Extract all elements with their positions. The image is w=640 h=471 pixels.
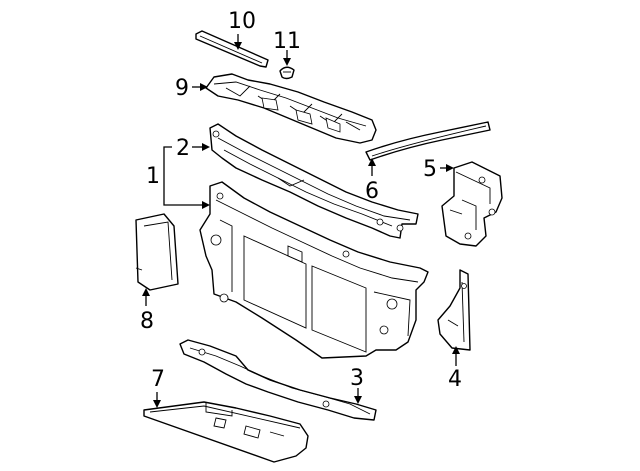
part-6-brace-rod [365, 121, 491, 161]
callout-2: 2 [176, 136, 190, 161]
part-7-lower-air-deflector [143, 401, 309, 463]
callout-1: 1 [146, 164, 160, 189]
callout-7: 7 [151, 367, 165, 392]
callout-6: 6 [365, 179, 379, 204]
callout-8: 8 [140, 309, 154, 334]
part-11-clip [279, 66, 295, 80]
part-1-radiator-support [199, 181, 429, 359]
callout-3: 3 [350, 366, 364, 391]
part-3-lower-tie-bar [179, 339, 377, 421]
callout-9: 9 [175, 76, 189, 101]
part-10-seal-strip [195, 30, 269, 68]
part-5-side-bracket [441, 161, 503, 247]
callout-10: 10 [228, 9, 256, 34]
callout-11: 11 [273, 29, 301, 54]
part-8-left-deflector [135, 213, 179, 291]
part-4-right-deflector [437, 269, 471, 351]
part-2-upper-tie-bar [209, 123, 419, 239]
callout-5: 5 [423, 157, 437, 182]
leader-lines [142, 34, 460, 408]
callout-4: 4 [448, 367, 462, 392]
part-9-upper-shroud [205, 73, 377, 144]
